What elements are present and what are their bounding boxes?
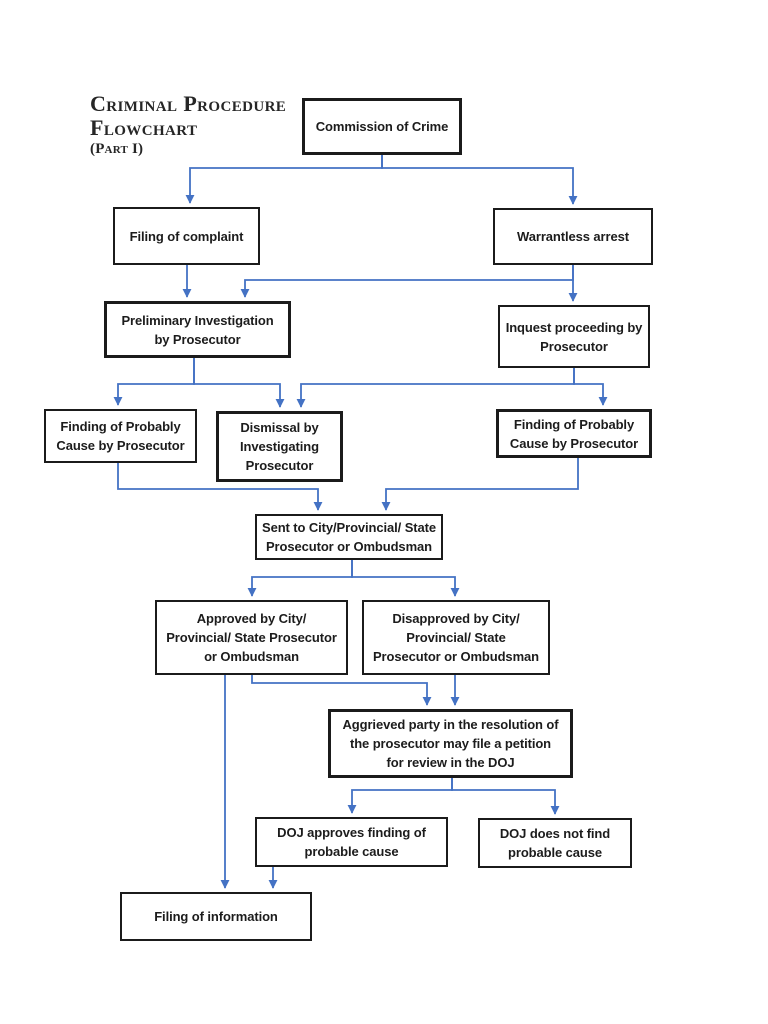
flow-node-label: DOJ approves finding of: [277, 825, 426, 840]
flow-edge-inquest-to-dismissal: [296, 368, 575, 408]
flow-node-label: Finding of Probably: [60, 419, 181, 434]
flow-node-filing-info: Filing of information: [120, 892, 312, 941]
flow-edge-sent-to-to-disapproved: [351, 560, 460, 597]
flow-edge-preliminary-to-finding-left: [113, 358, 195, 406]
flow-edge-sent-to-to-approved: [247, 560, 353, 597]
flow-node-label: for review in the DOJ: [386, 755, 515, 770]
flow-edge-approved-to-aggrieved: [251, 675, 432, 706]
flow-node-commission: Commission of Crime: [302, 98, 462, 155]
title-line-3: (Part I): [90, 141, 144, 157]
flow-node-label: Prosecutor: [245, 458, 314, 473]
flow-node-doj-not-find: DOJ does not find probable cause: [478, 818, 632, 868]
flow-node-filing-complaint: Filing of complaint: [113, 207, 260, 265]
flow-node-warrantless: Warrantless arrest: [493, 208, 653, 265]
flow-node-label: Sent to City/Provincial/ State: [262, 520, 436, 535]
flow-edge-warrantless-to-preliminary: [240, 265, 574, 298]
page-title: Criminal Procedure Flowchart (Part I): [90, 92, 286, 158]
flow-node-label: Approved by City/: [196, 611, 307, 626]
flow-node-label: DOJ does not find: [499, 826, 611, 841]
flow-node-label: Warrantless arrest: [517, 229, 629, 244]
flow-node-label: Preliminary Investigation: [121, 312, 274, 328]
flow-node-label: probable cause: [304, 844, 399, 859]
flow-edge-aggrieved-to-doj-approves: [347, 778, 453, 814]
flow-node-label: Cause by Prosecutor: [509, 435, 639, 451]
flow-edge-finding-right-to-sent-to: [381, 458, 579, 511]
flow-node-label: Inquest proceeding by: [505, 319, 643, 335]
flow-node-label: Investigating: [240, 439, 319, 454]
flow-node-aggrieved: Aggrieved party in the resolution of the …: [328, 709, 573, 778]
flow-node-approved: Approved by City/Provincial/ State Prose…: [155, 600, 348, 675]
flow-node-label: Finding of Probably: [513, 416, 635, 432]
flow-node-inquest: Inquest proceeding by Prosecutor: [498, 305, 650, 368]
flow-node-label: probable cause: [508, 845, 602, 860]
title-line-1: Criminal Procedure: [90, 91, 287, 116]
flow-node-label: Provincial/ State: [406, 630, 506, 645]
flow-edge-commission-to-filing-complaint: [185, 155, 383, 204]
flow-node-label: Dismissal by: [240, 420, 319, 435]
flow-node-label: Filing of complaint: [129, 228, 244, 244]
flow-edge-finding-left-to-sent-to: [117, 463, 323, 511]
flow-node-label: the prosecutor may file a petition: [349, 736, 552, 751]
flow-edge-commission-to-warrantless: [381, 155, 578, 205]
flow-node-label: Prosecutor or Ombudsman: [265, 539, 432, 554]
flow-node-label: Filing of information: [154, 909, 278, 924]
flow-node-doj-approves: DOJ approves finding of probable cause: [255, 817, 448, 867]
title-line-2: Flowchart: [90, 115, 198, 140]
flow-node-label: Commission of Crime: [315, 119, 449, 134]
flow-node-label: by Prosecutor: [154, 331, 241, 347]
flow-node-label: Prosecutor: [540, 338, 608, 354]
flow-node-label: Cause by Prosecutor: [56, 438, 185, 453]
flow-edge-inquest-to-finding-right: [573, 368, 608, 406]
flow-node-label: or Ombudsman: [204, 649, 299, 664]
flow-node-label: Aggrieved party in the resolution of: [342, 717, 559, 732]
flow-node-label: Provincial/ State Prosecutor: [166, 630, 337, 645]
flow-node-preliminary: Preliminary Investigation by Prosecutor: [104, 301, 291, 358]
flow-edge-preliminary-to-dismissal: [193, 358, 285, 408]
flow-node-label: Prosecutor or Ombudsman: [372, 649, 539, 664]
flow-edge-aggrieved-to-doj-not-find: [451, 778, 560, 815]
flow-node-label: Disapproved by City/: [392, 611, 520, 626]
